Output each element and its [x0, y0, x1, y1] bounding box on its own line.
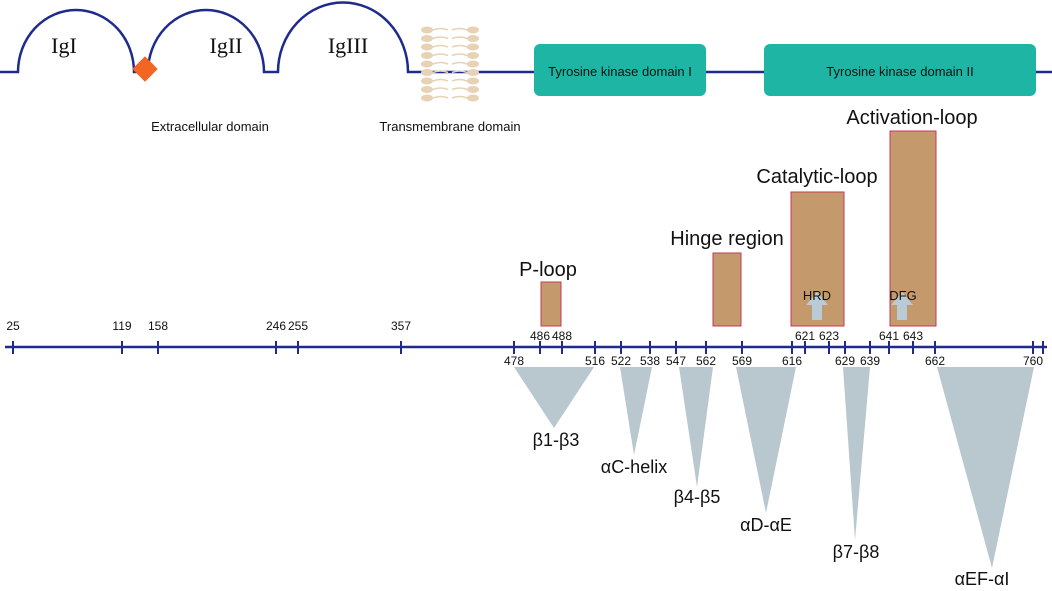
alphaEF-alphaI-label: αEF-αI — [955, 569, 1010, 589]
beta7-beta8-triangle — [843, 367, 870, 540]
p-loop-label: P-loop — [519, 259, 577, 281]
ig-label-2: IgII — [210, 33, 243, 58]
tick-label-629: 629 — [835, 354, 855, 368]
tick-label-246: 246 — [266, 319, 286, 333]
membrane-lipid-icon — [421, 26, 479, 102]
tyrosine-kinase-domain-2 — [764, 44, 1036, 96]
tick-label-486: 486 — [530, 329, 550, 343]
tick-label-616: 616 — [782, 354, 802, 368]
activation-loop-box — [889, 130, 937, 327]
tick-label-562: 562 — [696, 354, 716, 368]
tyrosine-kinase-domain-1 — [534, 44, 706, 96]
tick-label-621: 621 — [795, 329, 815, 343]
ig-label-3: IgIII — [328, 33, 368, 58]
extracellular-domain-label: Extracellular domain — [151, 119, 269, 134]
tick-label-641: 641 — [879, 329, 899, 343]
alphaD-alphaE-label: αD-αE — [740, 515, 792, 535]
alphaC-helix-triangle — [620, 367, 652, 455]
tyrosine-kinase-domain-2-label: Tyrosine kinase domain II — [826, 64, 973, 79]
hrd-arrow-icon — [806, 292, 828, 320]
alphaC-helix-label: αC-helix — [601, 457, 667, 477]
dfg-motif-label: DFG — [889, 288, 916, 303]
tick-label-643: 643 — [903, 329, 923, 343]
hinge-region-label: Hinge region — [670, 228, 783, 250]
axis-ticks — [12, 341, 1044, 354]
beta4-beta5-label: β4-β5 — [674, 487, 721, 507]
p-loop-box — [540, 281, 562, 327]
tick-label-623: 623 — [819, 329, 839, 343]
tick-label-639: 639 — [860, 354, 880, 368]
tick-label-478: 478 — [504, 354, 524, 368]
linker-diamond-icon — [132, 56, 158, 82]
beta1-beta3-triangle — [514, 367, 594, 428]
hrd-motif-label: HRD — [803, 288, 831, 303]
alphaD-alphaE-triangle — [736, 367, 796, 513]
hinge-region-box — [712, 252, 742, 327]
tick-label-662: 662 — [925, 354, 945, 368]
tick-label-119: 119 — [112, 319, 131, 333]
beta4-beta5-triangle — [679, 367, 713, 487]
tick-label-760: 760 — [1023, 354, 1043, 368]
tick-label-538: 538 — [640, 354, 660, 368]
tick-label-522: 522 — [611, 354, 631, 368]
tick-label-516: 516 — [585, 354, 605, 368]
dfg-arrow-icon — [891, 292, 913, 320]
tick-label-569: 569 — [732, 354, 752, 368]
transmembrane-domain-label: Transmembrane domain — [379, 119, 520, 134]
tick-label-547: 547 — [666, 354, 686, 368]
activation-loop-label: Activation-loop — [846, 107, 977, 129]
tick-label-255: 255 — [288, 319, 308, 333]
tick-label-25: 25 — [6, 319, 20, 333]
beta1-beta3-label: β1-β3 — [533, 430, 580, 450]
ig-label-1: IgI — [51, 33, 77, 58]
tyrosine-kinase-domain-1-label: Tyrosine kinase domain I — [548, 64, 692, 79]
tick-label-488: 488 — [552, 329, 572, 343]
beta7-beta8-label: β7-β8 — [833, 542, 880, 562]
tick-label-357: 357 — [391, 319, 411, 333]
alphaEF-alphaI-triangle — [937, 367, 1034, 568]
tick-label-158: 158 — [148, 319, 168, 333]
catalytic-loop-label: Catalytic-loop — [756, 166, 877, 188]
extracellular-domain-line — [0, 1, 1052, 74]
